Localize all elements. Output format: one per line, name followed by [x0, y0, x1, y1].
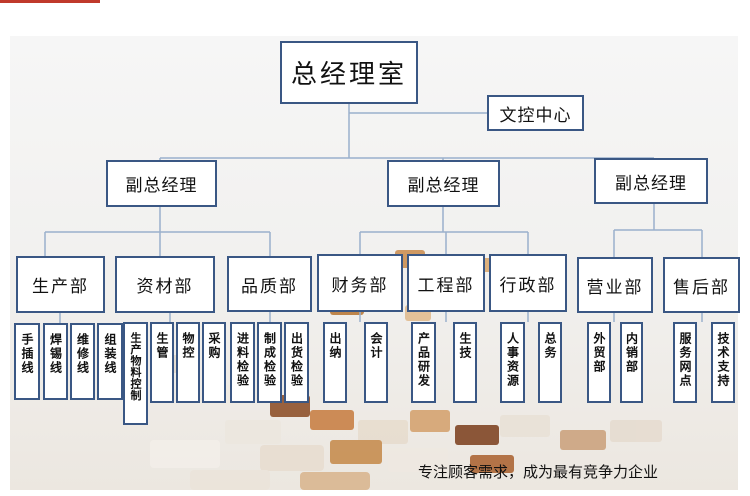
- node-dept-materials: 资材部: [115, 256, 215, 313]
- node-dept-engineering: 工程部: [407, 254, 485, 312]
- node-dept-finance: 财务部: [317, 254, 403, 312]
- unit-foreign-trade: 外贸部: [587, 322, 611, 403]
- unit-process-inspection: 制成检验: [257, 322, 282, 403]
- node-dept-production: 生产部: [16, 256, 105, 313]
- unit-domestic-sales: 内销部: [620, 322, 643, 403]
- unit-material-control: 物控: [176, 322, 200, 403]
- unit-general-affairs: 总务: [538, 322, 562, 403]
- unit-repair-line: 维修线: [70, 323, 95, 400]
- node-document-control-center: 文控中心: [487, 95, 584, 131]
- unit-service-outlets: 服务网点: [673, 322, 697, 403]
- unit-purchasing: 采购: [202, 322, 226, 403]
- node-vice-gm-3: 副总经理: [594, 158, 708, 204]
- node-dept-sales: 营业部: [577, 257, 653, 313]
- unit-accounting: 会计: [364, 322, 388, 403]
- unit-incoming-inspection: 进料检验: [230, 322, 255, 403]
- node-vice-gm-2: 副总经理: [387, 160, 500, 207]
- unit-production-control: 生管: [150, 322, 174, 403]
- top-accent-bar: [0, 0, 100, 3]
- unit-human-resources: 人事资源: [500, 322, 525, 403]
- unit-manual-insertion-line: 手插线: [14, 323, 40, 400]
- unit-cashier: 出纳: [323, 322, 347, 403]
- unit-production-tech: 生技: [453, 322, 477, 403]
- unit-product-rd: 产品研发: [411, 322, 436, 403]
- node-vice-gm-1: 副总经理: [106, 160, 217, 207]
- node-dept-administration: 行政部: [489, 254, 567, 312]
- node-dept-after-sales: 售后部: [663, 257, 740, 313]
- unit-technical-support: 技术支持: [711, 322, 735, 403]
- unit-shipping-inspection: 出货检验: [284, 322, 309, 403]
- unit-production-material-control: 生产物料控制: [123, 322, 148, 425]
- node-general-manager-office: 总经理室: [280, 41, 418, 104]
- unit-soldering-line: 焊锡线: [43, 323, 68, 400]
- unit-assembly-line: 组装线: [97, 323, 123, 400]
- company-slogan: 专注顾客需求，成为最有竞争力企业: [418, 463, 659, 481]
- node-dept-quality: 品质部: [227, 256, 312, 312]
